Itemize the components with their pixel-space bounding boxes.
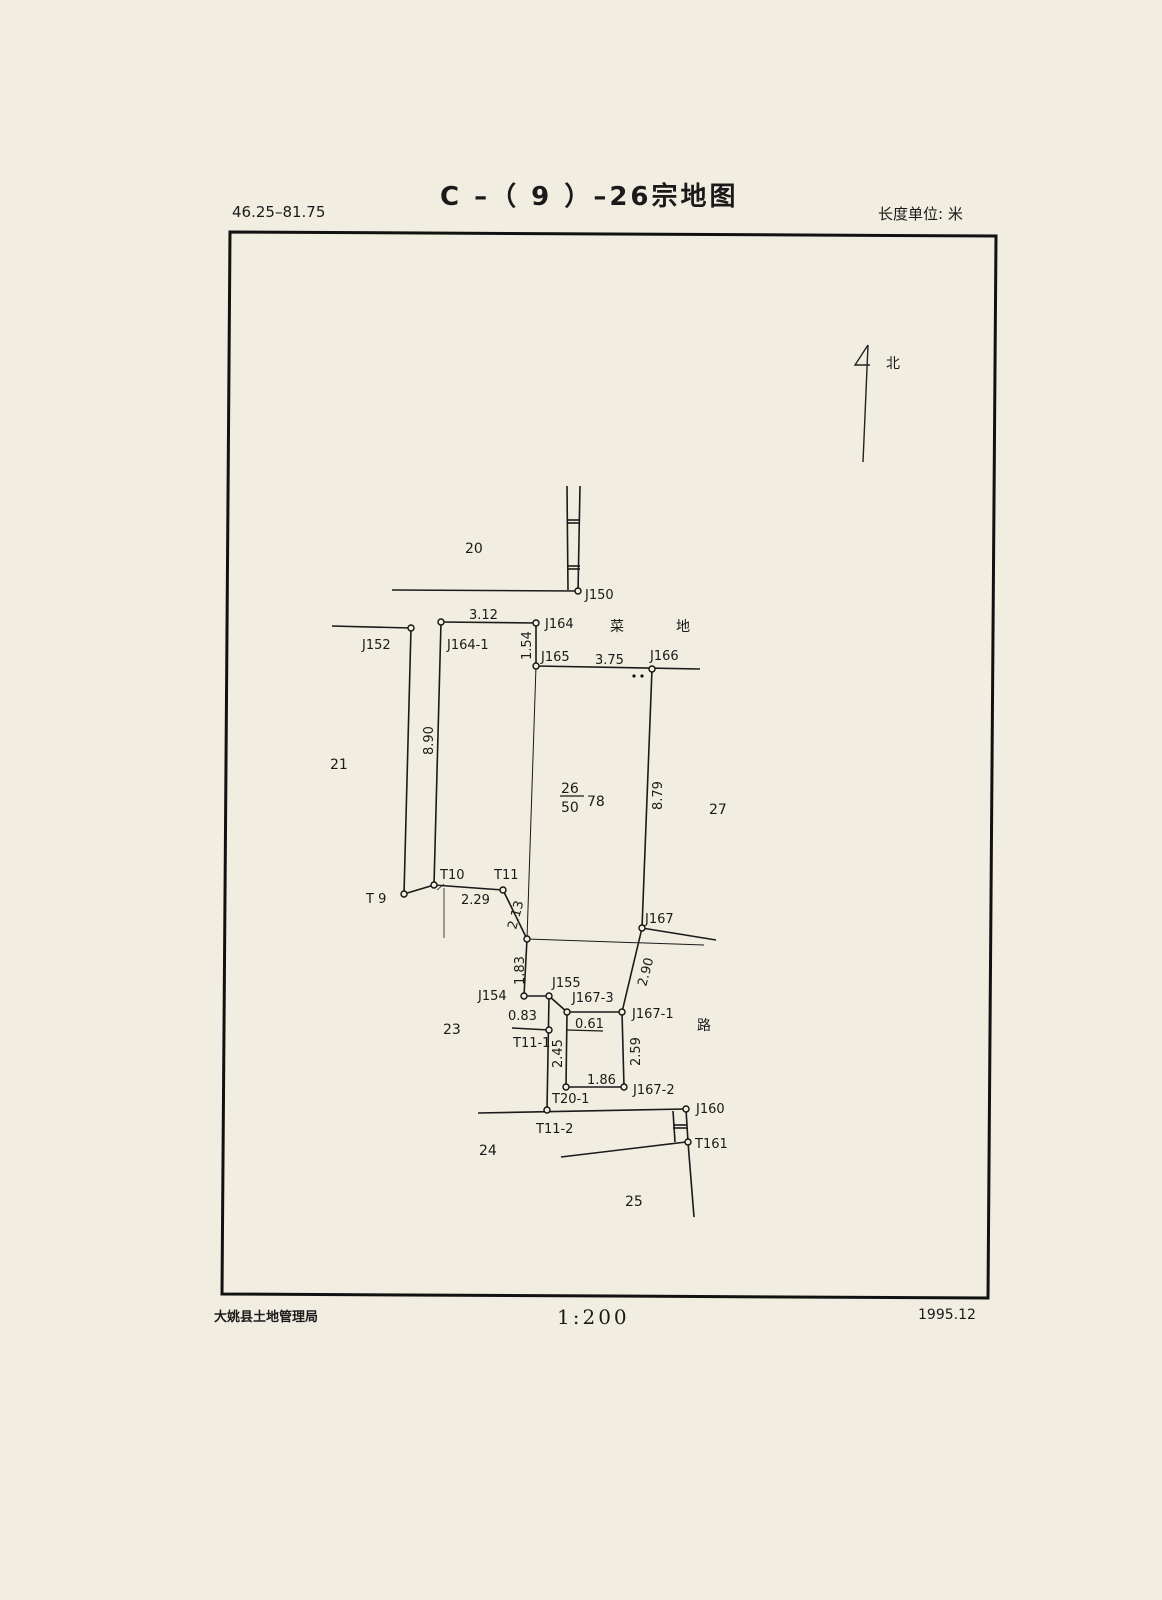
north-arrow-icon [853, 344, 870, 463]
neighbor-parcel-20: 20 [465, 541, 483, 557]
survey-point [574, 587, 582, 595]
point-label-j164-1: J164-1 [446, 638, 489, 653]
neighbor-parcel-23: 23 [443, 1022, 461, 1038]
dimension-label: 1.86 [587, 1073, 616, 1088]
survey-point [562, 1083, 570, 1091]
parcel-land-class: 50 [561, 800, 579, 816]
survey-point [620, 1083, 628, 1091]
survey-point [543, 1106, 551, 1114]
survey-point [400, 890, 408, 898]
survey-point [523, 935, 531, 943]
survey-point [684, 1138, 692, 1146]
survey-point [563, 1008, 571, 1016]
boundary-line [440, 621, 537, 624]
neighbor-parcel-27: 27 [709, 802, 727, 818]
point-label-t10: T10 [439, 868, 464, 883]
point-label-j167-3: J167-3 [571, 991, 614, 1006]
parcel-area: 78 [587, 794, 605, 810]
map-title: C –（ 9 ）–26宗地图 [440, 182, 739, 212]
point-label-j165: J165 [540, 650, 570, 665]
land-use-label: 地 [676, 619, 690, 635]
point-label-j167-2: J167-2 [632, 1083, 675, 1098]
survey-point [532, 662, 540, 670]
survey-point [545, 992, 553, 1000]
dimension-label: 3.75 [595, 653, 624, 668]
survey-point [430, 881, 438, 889]
point-label-j152: J152 [361, 638, 391, 653]
dimension-label: 2.13 [505, 899, 527, 931]
road-label: 路 [697, 1018, 711, 1034]
dimension-label: 2.45 [551, 1039, 566, 1068]
neighbor-parcel-24: 24 [479, 1143, 497, 1159]
point-label-j166: J166 [649, 649, 679, 664]
dimension-label: 1.54 [520, 631, 535, 660]
survey-point [638, 924, 646, 932]
dimension-label: 2.59 [629, 1037, 644, 1066]
survey-point [499, 886, 507, 894]
map-scale: 1:200 [557, 1305, 630, 1329]
point-label-t20-1: T20-1 [551, 1092, 589, 1107]
point-label-t9: T 9 [365, 892, 386, 907]
survey-point [618, 1008, 626, 1016]
survey-point [520, 992, 528, 1000]
dimension-label: 8.90 [422, 726, 437, 755]
neighbor-parcel-21: 21 [330, 757, 348, 773]
north-label: 北 [886, 356, 900, 372]
boundary-line [391, 589, 579, 592]
point-label-t161: T161 [694, 1137, 728, 1152]
point-label-j160: J160 [695, 1102, 725, 1117]
survey-point [437, 618, 445, 626]
dimension-label: 2.90 [635, 956, 657, 988]
dimension-label: 0.61 [575, 1017, 604, 1032]
point-label-j167: J167 [644, 912, 674, 927]
survey-point [682, 1105, 690, 1113]
survey-point [648, 665, 656, 673]
survey-point [407, 624, 415, 632]
map-frame [220, 230, 998, 1300]
road-edge-line [566, 485, 569, 591]
dimension-label: 0.83 [508, 1009, 537, 1024]
point-label-t11: T11 [493, 868, 518, 883]
organization-name: 大姚县土地管理局 [214, 1310, 319, 1325]
parcel-number: 26 [561, 781, 579, 797]
point-label-t11-2: T11-2 [535, 1122, 573, 1137]
dimension-label: 1.83 [513, 956, 528, 985]
point-label-j150: J150 [584, 588, 614, 603]
point-label-j164: J164 [544, 617, 574, 632]
dimension-label: 8.79 [651, 781, 666, 810]
coordinate-range: 46.25–81.75 [232, 203, 326, 221]
survey-point [532, 619, 540, 627]
point-label-j154: J154 [477, 989, 507, 1004]
point-label-j155: J155 [551, 976, 581, 991]
dimension-label: 3.12 [469, 608, 498, 623]
land-use-label: 菜 [610, 619, 624, 635]
survey-point [545, 1026, 553, 1034]
neighbor-parcel-25: 25 [625, 1194, 643, 1210]
road-edge-line [577, 485, 581, 593]
point-label-t11-1: T11-1 [512, 1036, 550, 1051]
map-date: 1995.12 [918, 1307, 976, 1323]
length-unit-note: 长度单位: 米 [878, 205, 963, 223]
point-label-j167-1: J167-1 [631, 1007, 674, 1022]
dimension-label: 2.29 [461, 893, 490, 908]
